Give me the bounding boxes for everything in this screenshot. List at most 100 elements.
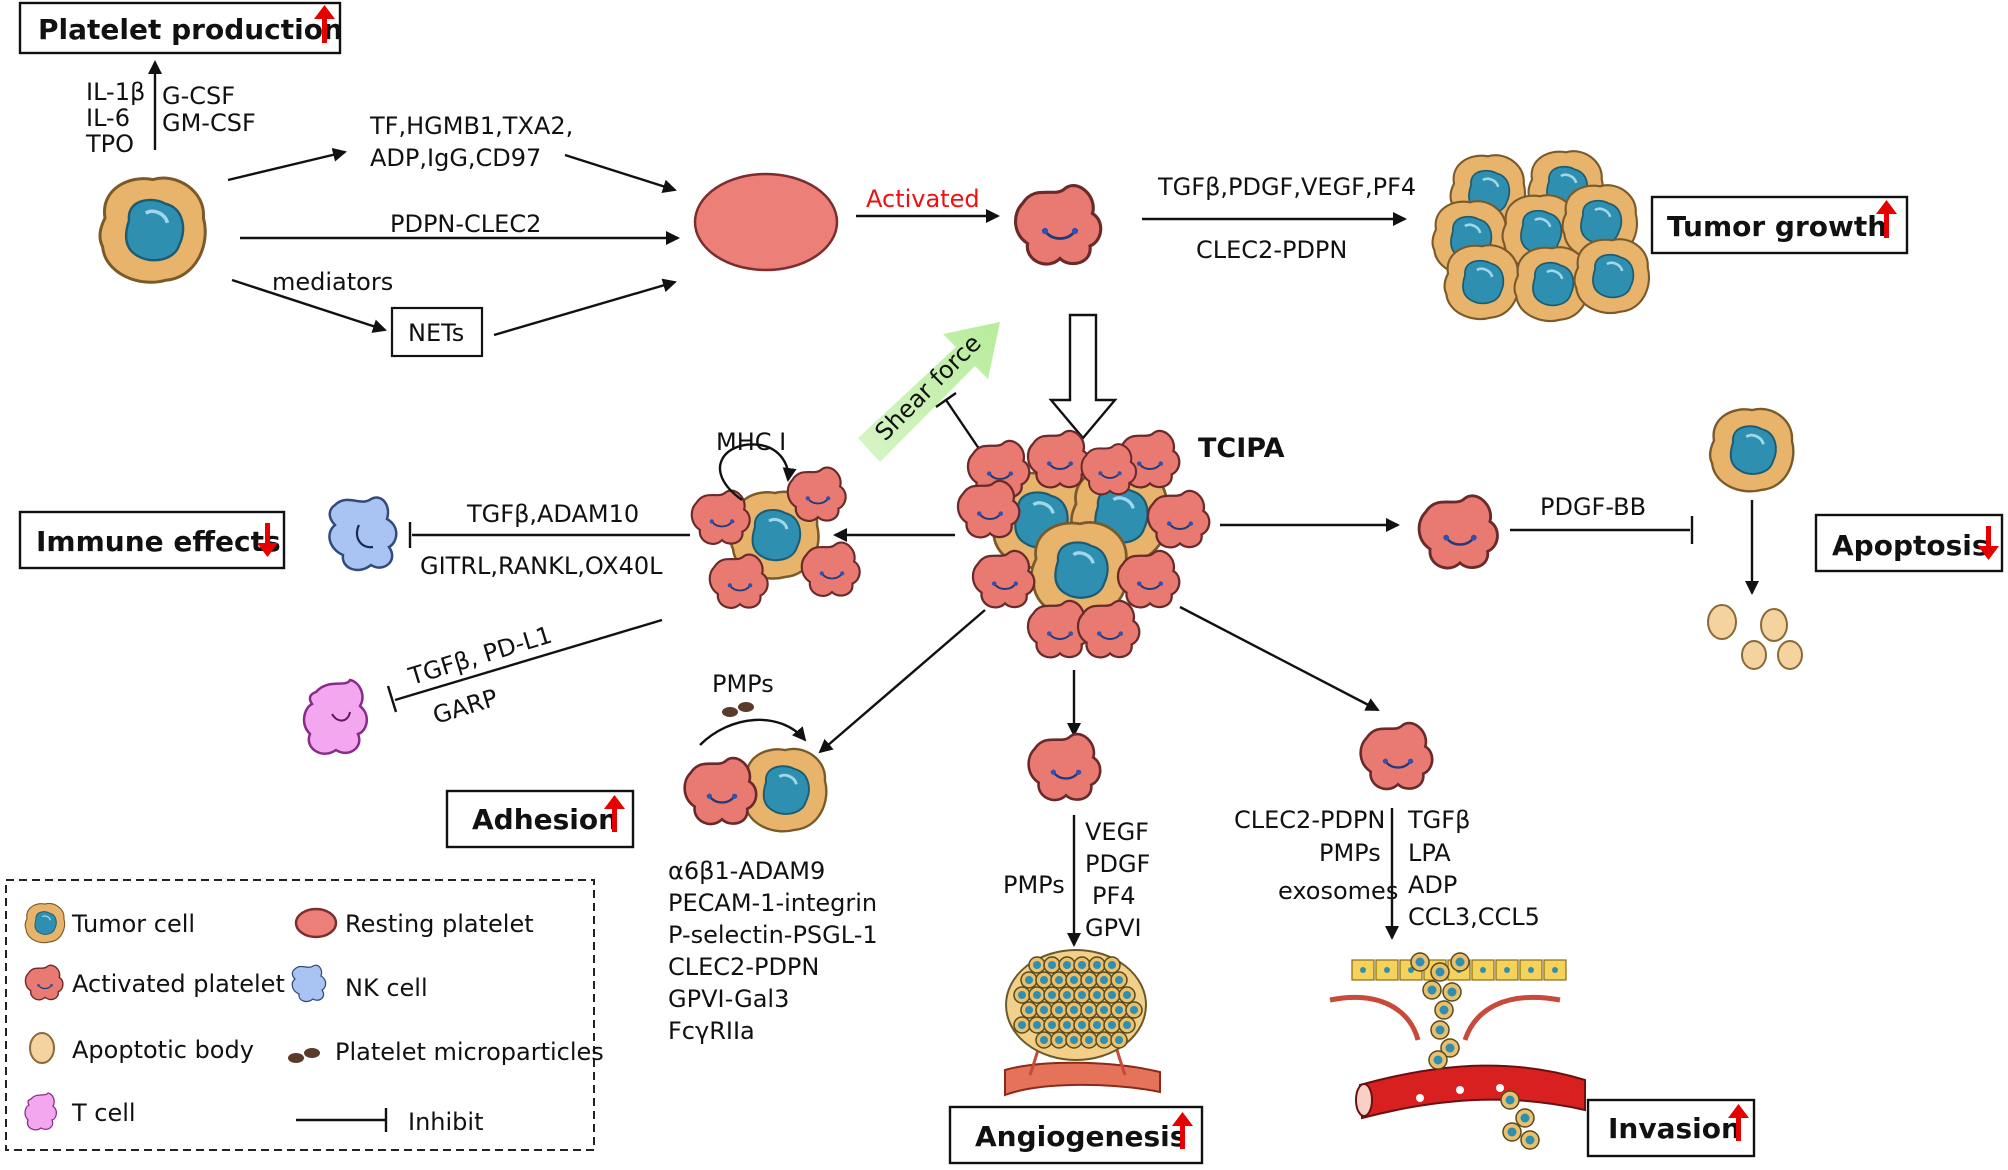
invasion-tissue [1329,994,1586,1120]
il6-label: IL-6 [86,104,130,132]
shear-force-label: Shear force [869,329,986,446]
adhesion-item-3: P-selectin-PSGL-1 [668,921,878,949]
activated-label: Activated [866,185,980,213]
platelet-production-label: Platelet production [38,13,343,46]
resting-platelet [693,172,839,272]
angio-cell [1035,971,1053,989]
angio-cell [1080,1001,1098,1019]
invasion-left-1: CLEC2-PDPN [1234,806,1385,834]
immune-cluster [690,466,861,609]
hollow-down-arrow [1048,313,1118,440]
legend-apoptotic-icon [29,1032,55,1064]
tumor-cluster [1431,149,1651,323]
angio-item-4: GPVI [1085,914,1142,942]
garp-label: GARP [430,684,501,730]
invading-cell [1434,1000,1454,1020]
invading-cell [1430,962,1450,982]
angio-cell [1020,1001,1038,1019]
factors-line1: TF,HGMB1,TXA2, [369,112,573,140]
tcipa-cluster [956,429,1211,659]
angio-cell [1080,971,1098,989]
immune-effects-down-arrow [257,523,278,557]
angio-cell [1028,986,1046,1004]
legend-activated-label: Activated platelet [72,970,285,998]
angio-cell [1095,971,1113,989]
activated-platelet-invasion [1359,721,1434,791]
angio-cell [1028,1016,1046,1034]
angio-cell [1125,1001,1143,1019]
apoptosis-box [1814,513,2004,573]
mediators-label: mediators [272,268,393,296]
angio-cell [1058,956,1076,974]
angio-cell [1088,986,1106,1004]
epithelial-cell [1543,959,1567,981]
legend-tumor-icon [24,902,66,944]
angiogenesis-up-arrow [1172,1112,1193,1149]
invasion-right-1: TGFβ [1407,806,1470,834]
activated-platelet-top [1013,184,1103,266]
il1b-label: IL-1β [86,78,145,106]
angio-cell [1110,1031,1128,1049]
mhc-loop-arrow [719,443,797,501]
legend-tcell-icon [24,1092,57,1131]
angio-item-2: PDGF [1085,850,1150,878]
angiogenesis-label: Angiogenesis [975,1120,1186,1153]
tcell-inhibit-line [394,618,663,702]
pmps-curve-arrow [699,718,807,746]
pdpn-clec2-label: PDPN-CLEC2 [390,210,541,238]
angio-cell [1035,1001,1053,1019]
adhesion-item-4: CLEC2-PDPN [668,953,819,981]
tgfb-adam10-label: TGFβ,ADAM10 [466,500,639,528]
gmcsf-label: GM-CSF [162,109,256,137]
invasion-right-4: CCL3,CCL5 [1408,903,1540,931]
legend-apoptotic-label: Apoptotic body [72,1036,254,1064]
angio-cell [1080,1031,1098,1049]
invasion-cells [1351,952,1567,1150]
tcipa-to-invasion-arrow [1179,605,1380,712]
angio-cell [1073,986,1091,1004]
angio-cell [1095,1001,1113,1019]
clec2-pdpn-top-label: CLEC2-PDPN [1196,236,1347,264]
invading-cell [1515,1108,1535,1128]
invasion-right-3: ADP [1408,871,1457,899]
invading-cell [1428,1050,1448,1070]
angio-cell [1065,1031,1083,1049]
tcipa-to-adhesion-arrow [818,609,986,754]
factors-line2: ADP,IgG,CD97 [370,144,541,172]
angio-pmps-label: PMPs [1003,871,1065,899]
invading-cell [1450,952,1470,972]
shear-force-arrow: Shear force [858,322,1000,462]
epithelial-cell [1375,959,1399,981]
legend-nk-label: NK cell [345,974,428,1002]
invading-cell [1410,952,1430,972]
source-tumor-cell [98,176,208,285]
angio-cell [1088,1016,1106,1034]
angio-cell [1043,1016,1061,1034]
apoptosis-label: Apoptosis [1832,529,1989,562]
angio-cell [1050,1031,1068,1049]
legend-pmp-icon [288,1048,320,1063]
angio-cell [1073,1016,1091,1034]
angio-cell [1013,986,1031,1004]
activated-platelet-angio [1027,732,1102,802]
pdgf-bb-label: PDGF-BB [1540,493,1646,521]
legend-resting-icon [294,907,338,939]
angio-cell [1110,1001,1128,1019]
apoptosis-tumor-cell [1708,407,1795,493]
invasion-right-list: TGFβ LPA ADP CCL3,CCL5 [1407,806,1540,931]
invading-cell [1440,1038,1460,1058]
t-cell [302,678,368,755]
angio-item-1: VEGF [1085,818,1149,846]
angio-cell [1065,971,1083,989]
legend-tumor-label: Tumor cell [71,910,195,938]
angio-cell [1050,1001,1068,1019]
gitrl-label: GITRL,RANKL,OX40L [420,552,663,580]
angio-cell [1103,956,1121,974]
adhesion-up-arrow [604,795,625,832]
angio-cell [1110,971,1128,989]
angio-cell [1035,1031,1053,1049]
tumor-growth-label: Tumor growth [1667,210,1887,243]
apoptotic-bodies [1707,604,1803,670]
angio-cell [1095,1031,1113,1049]
